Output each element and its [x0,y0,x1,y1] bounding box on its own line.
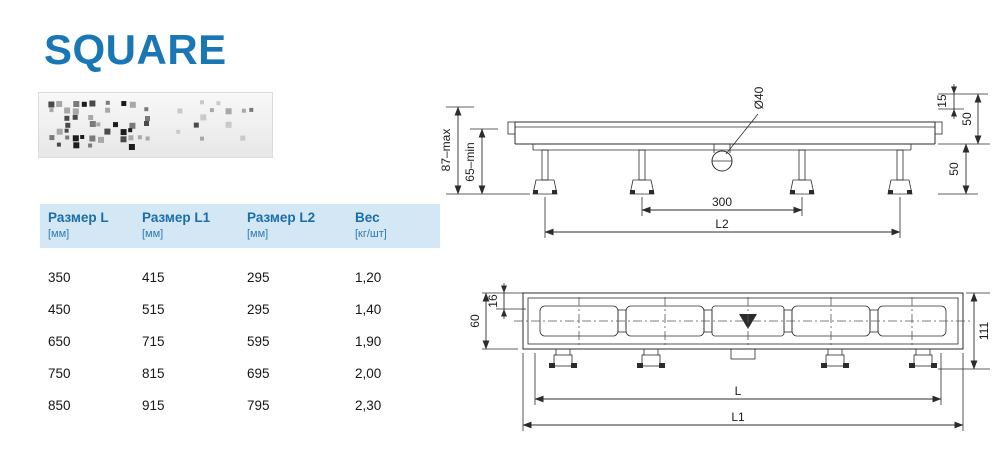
channel-body [507,121,943,151]
dim-leg-height: 50 [938,143,978,195]
col-header-l2-label: Размер L2 [247,210,316,225]
dim-label-overall-length: L1 [731,410,745,424]
cell-weight: 1,40 [355,301,382,317]
col-header-weight-unit: [кг/шт] [355,228,387,240]
cell-weight: 2,30 [355,397,382,413]
dim-overall-length: L1 [522,353,964,431]
drain-outlet [711,144,733,172]
cell-weight: 1,20 [355,269,382,285]
centerlines [514,297,972,345]
table-row: 850 915 795 2,30 [40,389,440,421]
dim-label-channel-width: 60 [468,314,482,328]
plan-view-drawing: 16 60 111 L L1 [468,283,991,431]
dim-edge-offset: 16 [482,283,526,319]
cell-l: 650 [48,333,71,349]
cell-l2: 595 [247,333,270,349]
page-title: SQUARE [44,26,227,73]
dim-label-inner-length: L [735,384,742,398]
col-header-l2-unit: [мм] [247,228,269,240]
cell-l: 350 [48,269,71,285]
center-tab [730,348,756,360]
dim-inner-length: L [534,353,942,405]
dim-label-leg-spacing: 300 [712,195,732,209]
dim-label-edge-offset: 16 [486,294,500,308]
cell-l1: 515 [142,301,165,317]
cell-weight: 1,90 [355,333,382,349]
table-row: 450 515 295 1,40 [40,293,440,325]
channel-legs [532,149,913,195]
dim-label-rim-height: 15 [935,94,949,108]
dim-leg-spacing: 300 [641,195,803,216]
cell-l1: 815 [142,365,165,381]
col-header-l-label: Размер L [48,210,109,225]
cell-weight: 2,00 [355,365,382,381]
dim-height-min: 65–min [463,128,498,195]
cell-l2: 695 [247,365,270,381]
table-body: 350 415 295 1,20 450 515 295 1,40 650 71… [40,261,440,421]
cell-l: 450 [48,301,71,317]
cell-l2: 295 [247,269,270,285]
cell-l1: 915 [142,397,165,413]
col-header-weight-label: Вес [355,210,380,225]
cell-l: 750 [48,365,71,381]
dim-height-max: 87–max [439,106,474,195]
dim-outlet-diameter: Ø40 [725,86,766,155]
dim-label-height-min: 65–min [463,142,477,181]
dim-overall-l2: L2 [544,197,901,238]
col-header-l1-label: Размер L1 [142,210,211,225]
col-header-l1: Размер L1 [мм] [142,210,247,241]
col-header-l-unit: [мм] [48,228,70,240]
dim-label-outlet-diameter: Ø40 [752,86,766,109]
table-row: 650 715 595 1,90 [40,325,440,357]
col-header-l2: Размер L2 [мм] [247,210,355,241]
table-row: 350 415 295 1,20 [40,261,440,293]
dim-label-leg-height: 50 [947,162,961,176]
dim-label-overall-l2: L2 [715,217,729,231]
cell-l: 850 [48,397,71,413]
dim-channel-width: 60 [468,292,518,350]
grate-squares [48,100,254,150]
dim-rim-height: 15 [935,84,988,119]
size-table: Размер L [мм] Размер L1 [мм] Размер L2 [… [40,204,440,421]
dim-label-body-height: 50 [960,112,974,126]
table-header: Размер L [мм] Размер L1 [мм] Размер L2 [… [40,204,440,248]
cell-l1: 415 [142,269,165,285]
grate-pattern-image [38,92,273,158]
dim-label-total-width: 111 [977,322,991,341]
table-row: 750 815 695 2,00 [40,357,440,389]
dim-total-width: 111 [938,292,991,370]
dim-label-height-max: 87–max [439,129,453,172]
mounting-brackets [549,348,937,368]
cell-l1: 715 [142,333,165,349]
cell-l2: 295 [247,301,270,317]
col-header-weight: Вес [кг/шт] [355,210,448,241]
col-header-l1-unit: [мм] [142,228,164,240]
side-view-drawing: Ø40 87–max 65–min 15 50 [439,84,990,238]
col-header-l: Размер L [мм] [48,210,142,241]
cell-l2: 795 [247,397,270,413]
